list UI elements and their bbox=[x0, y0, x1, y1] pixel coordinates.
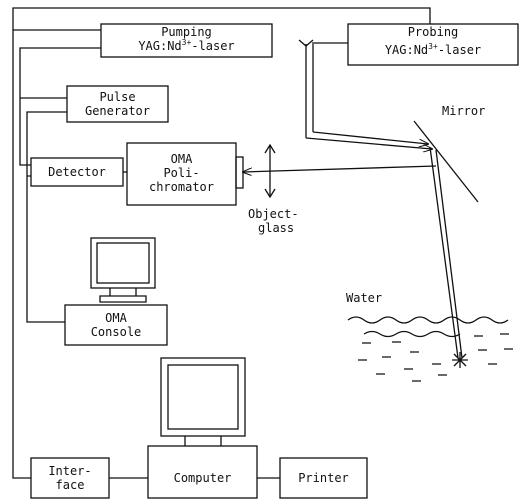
interface-line2: face bbox=[55, 478, 85, 492]
wire-probing-laser bbox=[12, 7, 431, 30]
object-glass-tip-bottom bbox=[264, 188, 276, 199]
objectglass-label: Object- glass bbox=[248, 207, 299, 235]
wire-bus-outer bbox=[12, 29, 101, 479]
computer-monitor bbox=[160, 357, 246, 437]
pulse-generator-line1: Pulse bbox=[99, 90, 136, 104]
computer-monitor-stand bbox=[184, 436, 222, 446]
water-wave-1 bbox=[347, 316, 509, 324]
oma-console-line2: Console bbox=[90, 325, 142, 339]
detector-label: Detector bbox=[48, 165, 106, 179]
pumping-laser-box bbox=[100, 23, 273, 58]
beam-splitter-mark bbox=[298, 39, 314, 47]
objectglass-line2: glass bbox=[258, 221, 295, 235]
beam-to-mirror bbox=[305, 137, 432, 149]
printer-label: Printer bbox=[298, 471, 349, 485]
oma-polichromator-line3: chromator bbox=[148, 180, 215, 194]
wire-bus-inner bbox=[19, 47, 101, 323]
water-dashes bbox=[358, 333, 513, 382]
pumping-beam-down bbox=[305, 44, 314, 138]
oma-monitor-stand bbox=[99, 288, 147, 303]
computer-monitor-screen bbox=[167, 364, 239, 430]
beam-to-mirror-2 bbox=[312, 131, 428, 144]
probing-laser-title: Probing bbox=[407, 25, 459, 39]
pumping-laser-type: YAG:Nd3+-laser bbox=[138, 38, 235, 54]
pumping-laser-label: Pumping YAG:Nd3+-laser bbox=[101, 25, 272, 53]
computer-label: Computer bbox=[173, 471, 232, 485]
beam-mirror-down bbox=[429, 146, 463, 359]
computer-box bbox=[147, 445, 258, 499]
interface-line1: Inter- bbox=[48, 464, 92, 478]
probing-laser-label: Probing YAG:Nd3+-laser bbox=[348, 25, 518, 57]
pulse-generator-label: Pulse Generator bbox=[67, 90, 168, 118]
oma-monitor-screen bbox=[96, 242, 150, 284]
probing-laser-type: YAG:Nd3+-laser bbox=[384, 42, 482, 58]
pulse-generator-box bbox=[66, 85, 169, 123]
objectglass-line1: Object- bbox=[248, 207, 299, 221]
oma-polichromator-line1: OMA bbox=[170, 152, 193, 166]
water-wave-2 bbox=[363, 330, 461, 338]
oma-console-box bbox=[64, 304, 168, 346]
focus-spark bbox=[452, 352, 468, 368]
water-label: Water bbox=[346, 291, 383, 305]
pumping-laser-title: Pumping bbox=[161, 25, 212, 39]
return-beam bbox=[243, 165, 437, 172]
oma-console-line1: OMA bbox=[105, 311, 127, 325]
interface-label: Inter- face bbox=[31, 464, 109, 492]
pulse-generator-line2: Generator bbox=[84, 104, 151, 118]
polichromator-entrance-slit bbox=[235, 156, 244, 189]
object-glass-tip-top bbox=[264, 143, 276, 154]
oma-monitor bbox=[90, 237, 156, 289]
mirror-label: Mirror bbox=[442, 104, 486, 118]
mirror-glass bbox=[413, 120, 479, 203]
probing-laser-box bbox=[347, 23, 519, 66]
oma-polichromator-label: OMA Poli- chromator bbox=[127, 152, 236, 194]
oma-polichromator-line2: Poli- bbox=[163, 166, 200, 180]
oma-console-label: OMA Console bbox=[65, 311, 167, 339]
